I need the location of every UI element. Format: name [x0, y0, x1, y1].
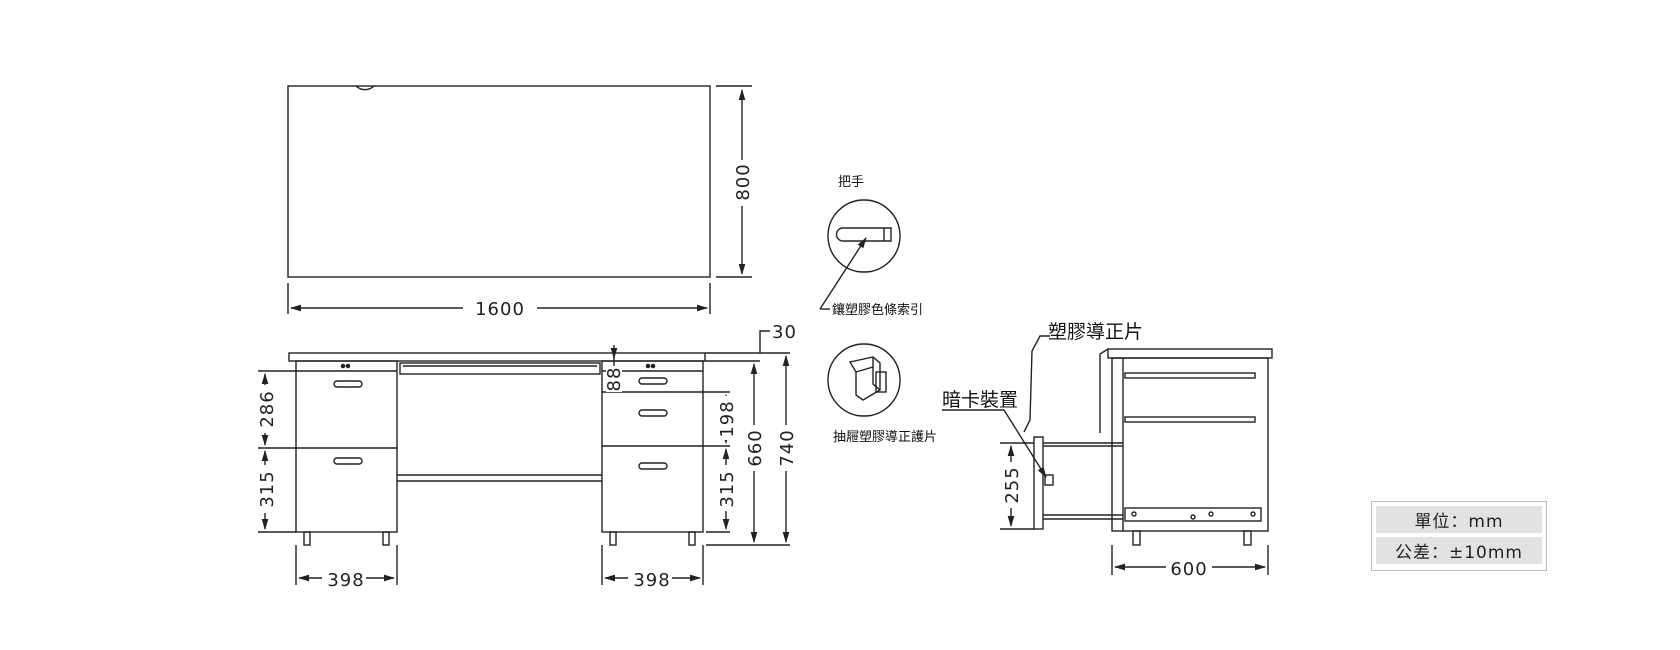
- dim-drawer-extension: 255: [1002, 466, 1023, 503]
- dim-left-upper: 286: [257, 390, 278, 427]
- side-desk-top: [1107, 348, 1273, 359]
- dim-leg-height: 660: [745, 429, 766, 466]
- dim-side-depth: 600: [1170, 559, 1207, 580]
- dim-right-width: 398: [633, 570, 670, 591]
- left-pedestal: [295, 360, 398, 533]
- dim-left-lower: 315: [257, 470, 278, 507]
- label-handle-insert: 鑲塑膠色條索引: [832, 302, 923, 318]
- side-pedestal: [1111, 357, 1269, 532]
- dim-right-bottom: 315: [717, 470, 738, 507]
- side-view: [942, 335, 1273, 575]
- dim-top-depth: 800: [733, 163, 754, 200]
- dim-left-width: 398: [327, 570, 364, 591]
- unit-box: 單位：mm 公差：±10mm: [1371, 501, 1547, 571]
- dim-top-thickness: 30: [772, 322, 797, 343]
- cable-grommet: [355, 85, 375, 91]
- desk-top-outline: [287, 85, 711, 278]
- left-lower-drawer-handle: [333, 457, 363, 465]
- dim-right-mid: 198: [717, 400, 738, 437]
- guide-protector-detail: [827, 343, 901, 417]
- front-desk-top: [288, 352, 706, 362]
- right-mid-drawer-handle: [638, 409, 668, 417]
- label-guide-protector: 抽屜塑膠導正護片: [833, 429, 937, 445]
- extended-drawer-front: [1033, 436, 1044, 530]
- front-view: [258, 330, 790, 585]
- dim-top-width: 1600: [475, 299, 525, 320]
- label-plastic-guide: 塑膠導正片: [1048, 321, 1143, 343]
- dim-right-top: 88: [604, 367, 625, 392]
- handle-detail: [819, 199, 901, 310]
- center-drawer: [399, 362, 601, 375]
- right-top-drawer-handle: [638, 377, 668, 385]
- unit-label: 單位：mm: [1376, 506, 1542, 533]
- left-upper-drawer-handle: [333, 380, 363, 388]
- top-view: [287, 85, 752, 314]
- label-handle: 把手: [838, 175, 864, 190]
- label-hidden-lock: 暗卡裝置: [942, 389, 1018, 411]
- dim-total-height: 740: [777, 429, 798, 466]
- right-bottom-drawer-handle: [638, 462, 668, 470]
- tolerance-label: 公差：±10mm: [1376, 537, 1542, 564]
